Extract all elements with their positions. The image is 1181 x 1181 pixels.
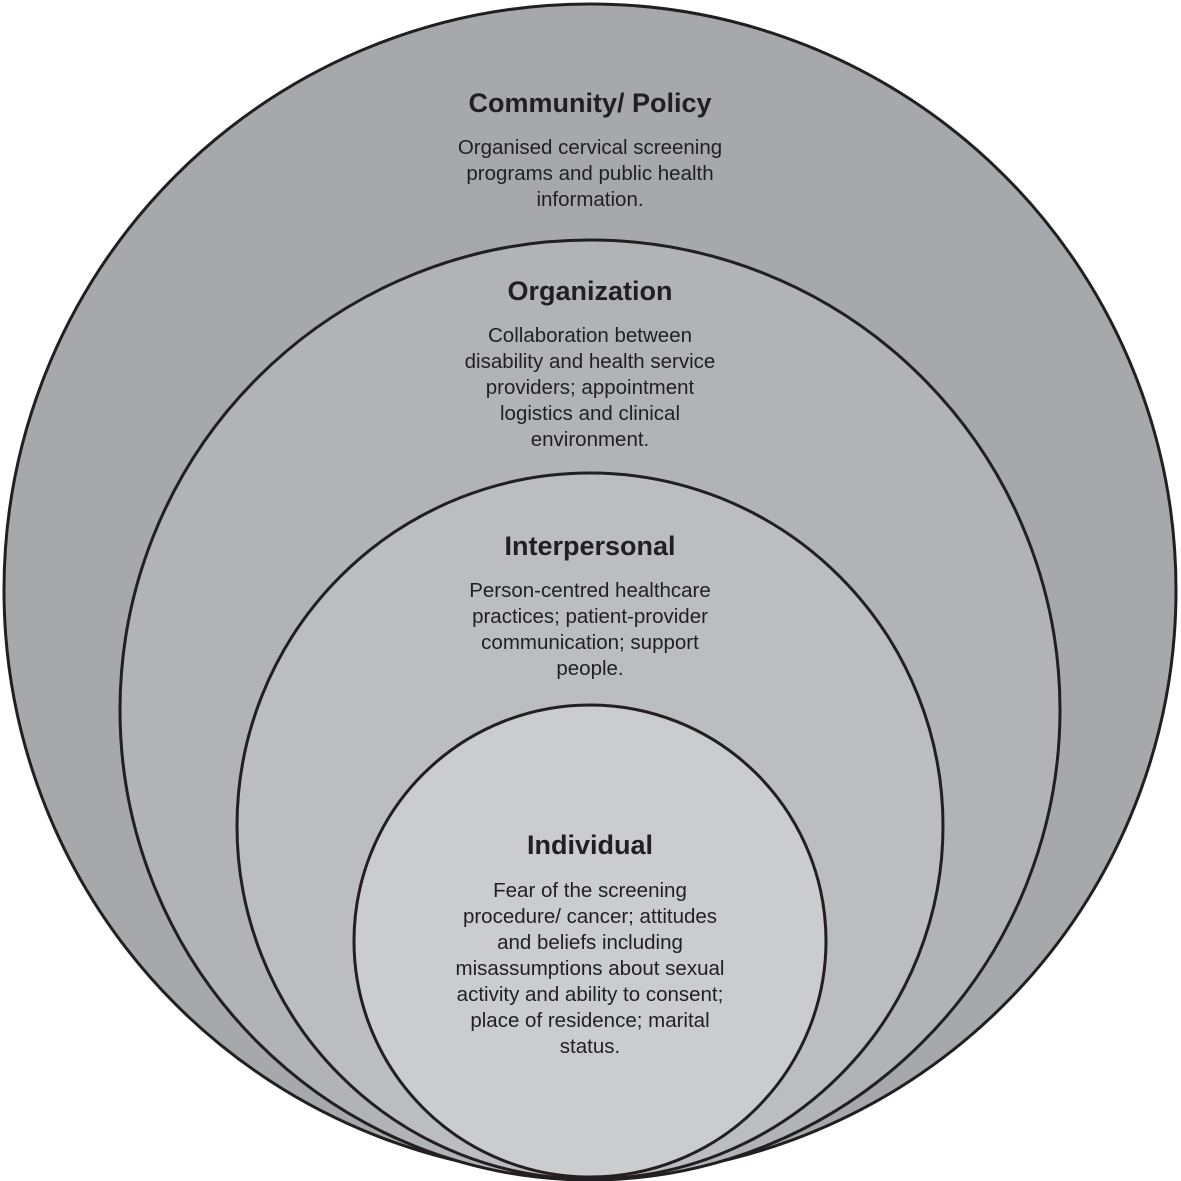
community-title: Community/ Policy (468, 88, 711, 118)
individual-desc-line-1: Fear of the screening (493, 879, 687, 902)
individual-circle (352, 703, 828, 1179)
community-desc-line-3: information. (536, 188, 643, 211)
individual-desc-line-5: activity and ability to consent; (457, 983, 724, 1006)
interpersonal-desc-line-4: people. (556, 657, 623, 680)
individual-desc-line-6: place of residence; marital (470, 1009, 709, 1032)
individual-desc-line-7: status. (560, 1035, 620, 1058)
layer-individual (352, 703, 828, 1179)
individual-desc-line-4: misassumptions about sexual (456, 957, 725, 980)
interpersonal-title: Interpersonal (504, 531, 675, 561)
community-desc-line-2: programs and public health (466, 162, 713, 185)
interpersonal-desc-line-3: communication; support (481, 631, 699, 654)
organization-desc-line-5: environment. (531, 428, 650, 451)
individual-title: Individual (527, 830, 653, 860)
organization-desc-line-2: disability and health service (465, 350, 716, 373)
organization-desc-line-4: logistics and clinical (500, 402, 680, 425)
organization-title: Organization (507, 276, 672, 306)
organization-desc-line-3: providers; appointment (486, 376, 695, 399)
interpersonal-desc-line-2: practices; patient-provider (472, 605, 708, 628)
individual-desc-line-2: procedure/ cancer; attitudes (463, 905, 717, 928)
community-desc-line-1: Organised cervical screening (458, 136, 722, 159)
interpersonal-desc-line-1: Person-centred healthcare (469, 579, 711, 602)
organization-desc-line-1: Collaboration between (488, 324, 692, 347)
individual-desc-line-3: and beliefs including (497, 931, 683, 954)
